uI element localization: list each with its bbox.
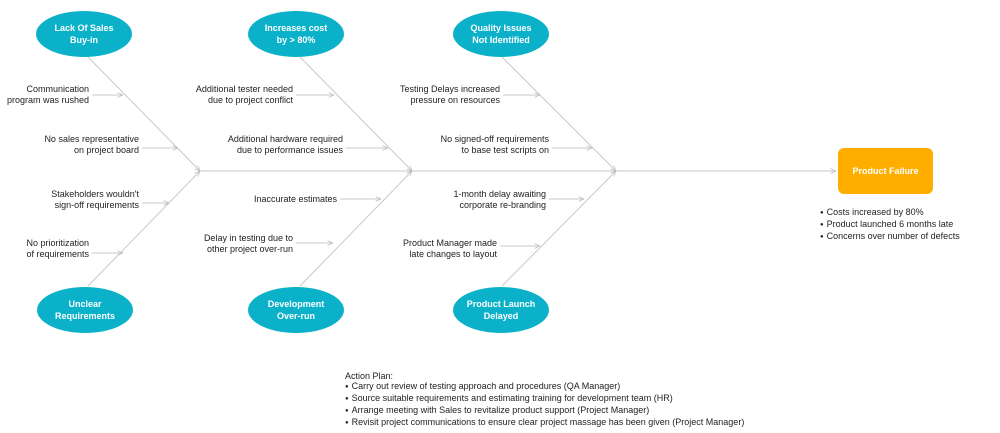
outcome-item: Costs increased by 80% (820, 207, 960, 219)
bone-quality (501, 56, 616, 171)
cause-label: No signed-off requirements to base test … (440, 134, 549, 155)
outcome-list: Costs increased by 80% Product launched … (820, 207, 960, 243)
outcome-item: Concerns over number of defects (820, 231, 960, 243)
action-plan: Action Plan: Carry out review of testing… (345, 371, 744, 429)
action-item: Carry out review of testing approach and… (345, 381, 744, 393)
bone-development (299, 171, 412, 287)
cause-label: Inaccurate estimates (253, 194, 337, 204)
cause-label: Product Manager made late changes to lay… (402, 238, 497, 259)
bone-requirements (87, 171, 200, 287)
outcome-item: Product launched 6 months late (820, 219, 960, 231)
cause-label: 1-month delay awaiting corporate re-bran… (453, 189, 546, 210)
action-item: Arrange meeting with Sales to revitalize… (345, 405, 744, 417)
category-product-launch-delayed: Product Launch Delayed (453, 287, 549, 333)
bone-launch (501, 171, 616, 287)
cause-label: Additional tester needed due to project … (195, 84, 293, 105)
action-plan-title: Action Plan: (345, 371, 394, 381)
cause-label: No sales representative on project board (44, 134, 139, 155)
bone-sales (87, 56, 200, 171)
action-item: Revisit project communications to ensure… (345, 417, 745, 429)
cause-label: Delay in testing due to other project ov… (203, 233, 293, 254)
category-increases-cost: Increases cost by > 80% (248, 11, 344, 57)
category-unclear-requirements: Unclear Requirements (37, 287, 133, 333)
category-development-over-run: Development Over-run (248, 287, 344, 333)
category-quality-issues: Quality Issues Not Identified (453, 11, 549, 57)
action-plan-list: Carry out review of testing approach and… (345, 381, 745, 429)
cause-label: Stakeholders wouldn't sign-off requireme… (51, 189, 139, 210)
cause-label: Testing Delays increased pressure on res… (399, 84, 500, 105)
bone-cost (299, 56, 412, 171)
action-item: Source suitable requirements and estimat… (345, 393, 744, 405)
cause-label: Additional hardware required due to perf… (227, 134, 343, 155)
category-lack-of-sales-buy-in: Lack Of Sales Buy-in (36, 11, 132, 57)
effect-product-failure: Product Failure (838, 148, 933, 194)
cause-label: No prioritization of requirements (26, 238, 89, 259)
cause-label: Communication program was rushed (6, 84, 89, 105)
